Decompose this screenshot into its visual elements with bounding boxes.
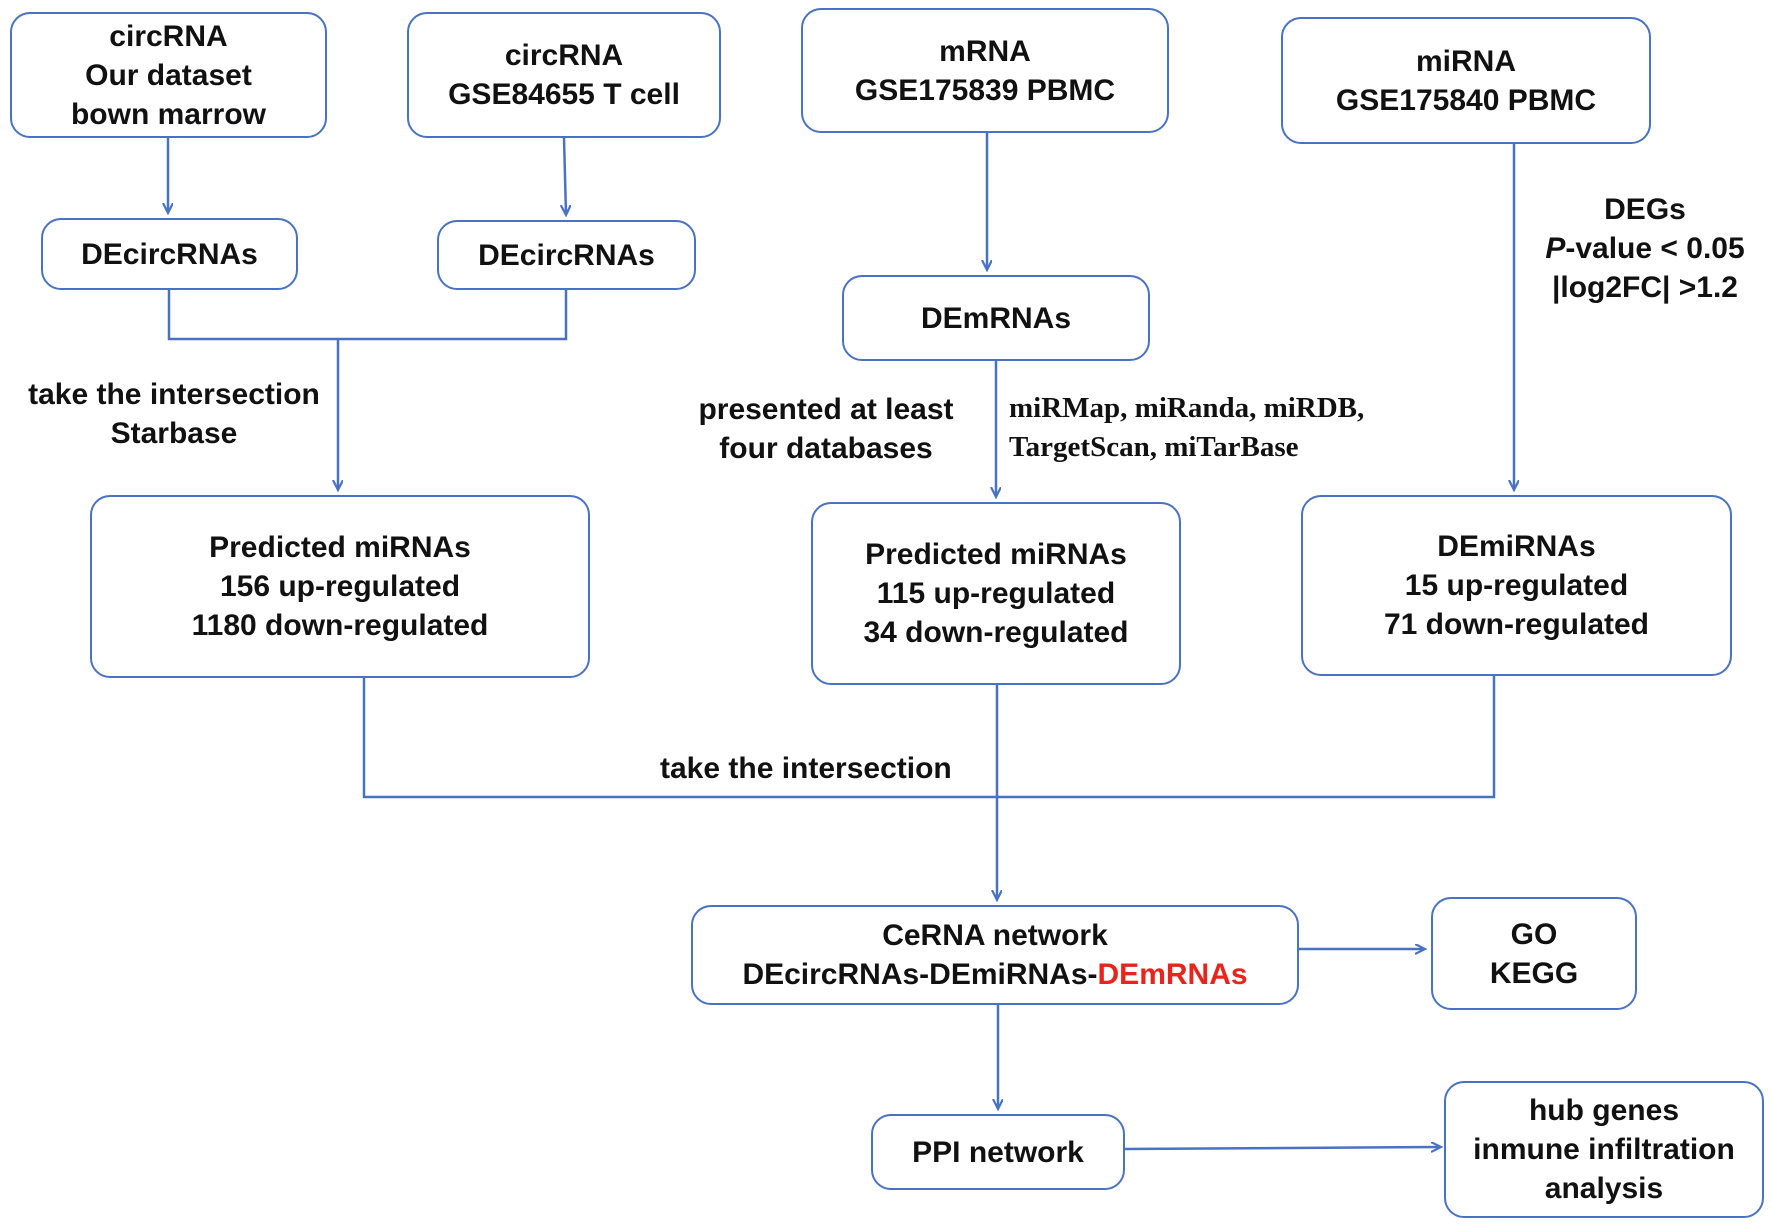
box-line: DEmiRNAs: [1437, 530, 1596, 563]
label-line: TargetScan, miTarBase: [1009, 431, 1299, 463]
arrow-circ2-to-decirc2: [564, 137, 566, 214]
box-line: 71 down-regulated: [1383, 608, 1650, 641]
arrow-ppi-to-hub: [1124, 1147, 1440, 1149]
box-line: GSE175839 PBMC: [854, 73, 1116, 107]
join-decircrnas: [167, 290, 568, 341]
box-line: PPI network: [912, 1135, 1084, 1169]
label-line: DEGs: [1604, 193, 1686, 226]
label-line: Starbase: [110, 417, 238, 450]
circrna-bone-marrow-box: circRNA Our dataset bown marrow: [10, 12, 327, 138]
presented-databases-label: presented at least four databases: [676, 390, 976, 468]
box-line: Predicted miRNAs: [865, 538, 1127, 571]
box-line: 115 up-regulated: [876, 577, 1116, 610]
cerna-chain-text: DEcircRNAs-DEmiRNAs-: [742, 958, 1098, 991]
box-line: 34 down-regulated: [863, 616, 1129, 649]
box-line: GSE84655 T cell: [448, 78, 680, 111]
circrna-gse84655-box: circRNA GSE84655 T cell: [407, 12, 721, 138]
label-line: four databases: [719, 432, 933, 465]
mrna-gse175839-box: mRNA GSE175839 PBMC: [801, 8, 1169, 133]
box-line: CeRNA network: [882, 919, 1108, 952]
box-line: miRNA: [1415, 44, 1516, 78]
degs-criteria-label: DEGs P-value < 0.05 |log2FC| >1.2: [1520, 190, 1770, 307]
box-line: GSE175840 PBMC: [1335, 83, 1597, 117]
intersection-starbase-label: take the intersection Starbase: [8, 375, 340, 453]
go-kegg-box: GO KEGG: [1431, 897, 1637, 1010]
predicted-mirnas-box-2: Predicted miRNAs 115 up-regulated 34 dow…: [811, 502, 1181, 685]
prediction-databases-label: miRMap, miRanda, miRDB, TargetScan, miTa…: [1009, 389, 1364, 467]
p-value-text: -value < 0.05: [1565, 232, 1745, 265]
decircrnas-box-2: DEcircRNAs: [437, 220, 696, 290]
box-line: circRNA: [504, 39, 624, 72]
box-line: KEGG: [1489, 956, 1579, 990]
box-line: Our dataset: [85, 58, 252, 92]
box-line: DEmRNAs: [920, 301, 1072, 335]
box-line: mRNA: [939, 34, 1031, 68]
box-line: hub genes: [1528, 1094, 1679, 1127]
box-line: inmune infiltration: [1473, 1133, 1735, 1166]
join-left-to-right: [362, 676, 1496, 799]
box-line: 15 up-regulated: [1404, 569, 1629, 602]
label-line: P-value < 0.05: [1520, 229, 1770, 268]
label-line: presented at least: [698, 393, 954, 426]
hub-genes-box: hub genes inmune infiltration analysis: [1444, 1081, 1764, 1218]
label-line: take the intersection: [660, 752, 952, 785]
box-line: analysis: [1544, 1172, 1664, 1205]
box-line: DEcircRNAs: [81, 237, 258, 271]
box-line: DEcircRNAs-DEmiRNAs-DEmRNAs: [742, 955, 1247, 994]
box-line: Predicted miRNAs: [209, 531, 471, 564]
box-line: 156 up-regulated: [219, 570, 461, 603]
p-symbol: P: [1545, 232, 1566, 265]
demirnas-box: DEmiRNAs 15 up-regulated 71 down-regulat…: [1301, 495, 1732, 676]
demrnas-box: DEmRNAs: [842, 275, 1150, 361]
demrnas-highlight: DEmRNAs: [1097, 958, 1248, 991]
decircrnas-box-1: DEcircRNAs: [41, 218, 298, 290]
box-line: GO: [1510, 917, 1558, 951]
intersection-label: take the intersection: [660, 749, 952, 788]
cerna-network-box: CeRNA network DEcircRNAs-DEmiRNAs-DEmRNA…: [691, 905, 1299, 1005]
label-line: miRMap, miRanda, miRDB,: [1009, 392, 1365, 424]
box-line: 1180 down-regulated: [191, 609, 489, 642]
box-line: circRNA: [109, 19, 228, 53]
mirna-gse175840-box: miRNA GSE175840 PBMC: [1281, 17, 1651, 144]
ppi-network-box: PPI network: [871, 1114, 1125, 1190]
label-line: |log2FC| >1.2: [1551, 271, 1738, 304]
box-line: bown marrow: [70, 97, 266, 131]
label-line: take the intersection: [28, 378, 320, 411]
predicted-mirnas-box-1: Predicted miRNAs 156 up-regulated 1180 d…: [90, 495, 590, 678]
box-line: DEcircRNAs: [478, 238, 655, 272]
